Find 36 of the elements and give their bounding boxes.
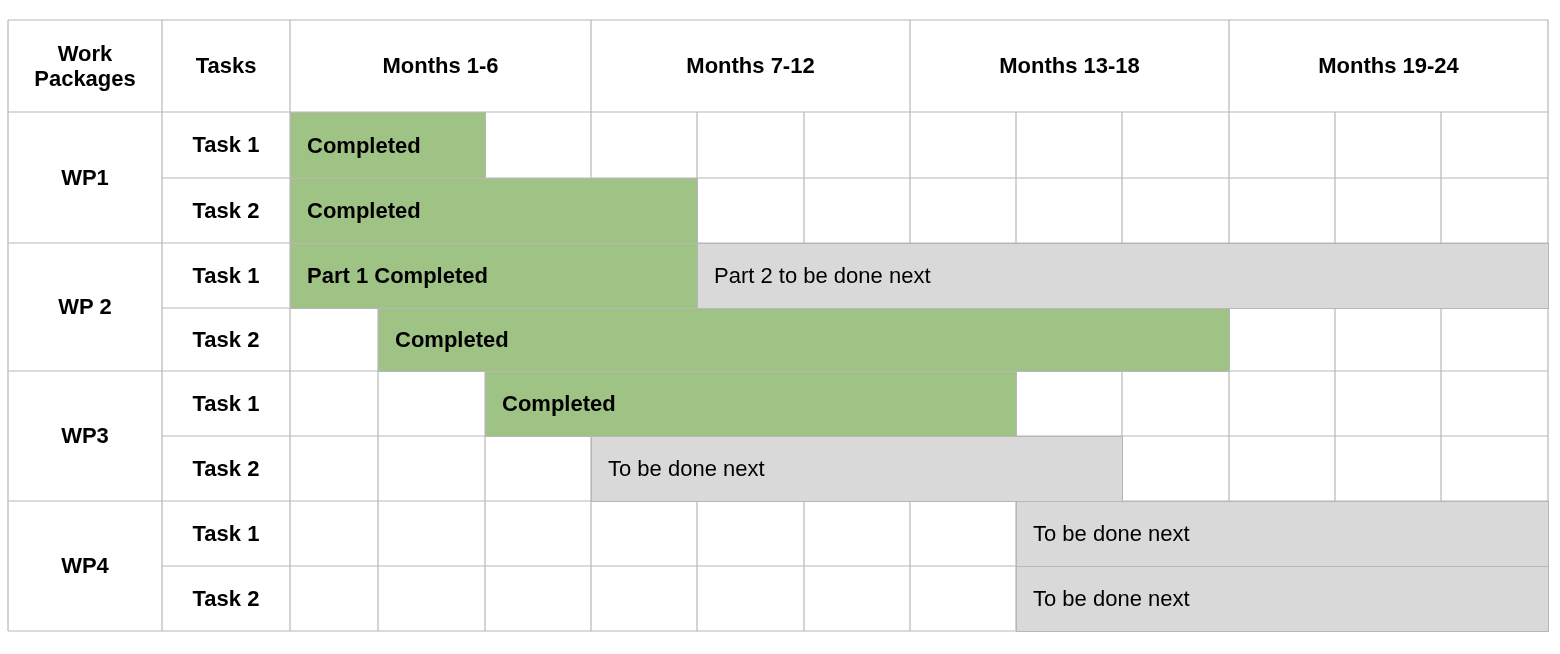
gantt-bar <box>591 436 1123 502</box>
bar-label: Completed <box>395 327 509 353</box>
bar-label: To be done next <box>608 456 765 482</box>
task-label: Task 1 <box>192 132 260 158</box>
bar-label: Completed <box>307 132 421 159</box>
task-label: Task 1 <box>192 520 260 547</box>
period-header: Months 7-12 <box>686 53 815 79</box>
period-header: Months 1-6 <box>382 53 499 79</box>
gantt-bar <box>378 308 1230 372</box>
gantt-bar <box>485 371 1017 437</box>
task-label: Task 2 <box>192 197 260 224</box>
gantt-bar <box>1016 566 1549 632</box>
gantt-bar <box>697 243 1549 309</box>
period-header: Months 13-18 <box>999 53 1140 79</box>
task-label: Task 2 <box>192 455 260 482</box>
task-label: Task 1 <box>192 262 260 289</box>
bar-label: To be done next <box>1033 586 1190 612</box>
gantt-bar <box>1016 501 1549 567</box>
work-package-label: WP1 <box>61 164 109 191</box>
bar-label: Completed <box>502 391 616 417</box>
bar-label: Completed <box>307 198 421 224</box>
gantt-bar <box>290 243 698 309</box>
task-label: Task 1 <box>192 390 260 417</box>
work-package-label: WP3 <box>61 423 109 449</box>
bar-label: Part 2 to be done next <box>714 263 931 289</box>
task-label: Task 2 <box>192 585 260 612</box>
work-package-label: WP 2 <box>58 294 112 320</box>
task-label: Task 2 <box>192 326 260 353</box>
column-header: Tasks <box>195 53 257 79</box>
column-header: Work Packages <box>33 40 137 92</box>
gantt-bar <box>290 178 698 244</box>
bar-label: To be done next <box>1033 521 1190 547</box>
gantt-bar <box>290 112 486 179</box>
bar-label: Part 1 Completed <box>307 263 488 289</box>
period-header: Months 19-24 <box>1318 53 1459 79</box>
work-package-label: WP4 <box>61 553 109 579</box>
